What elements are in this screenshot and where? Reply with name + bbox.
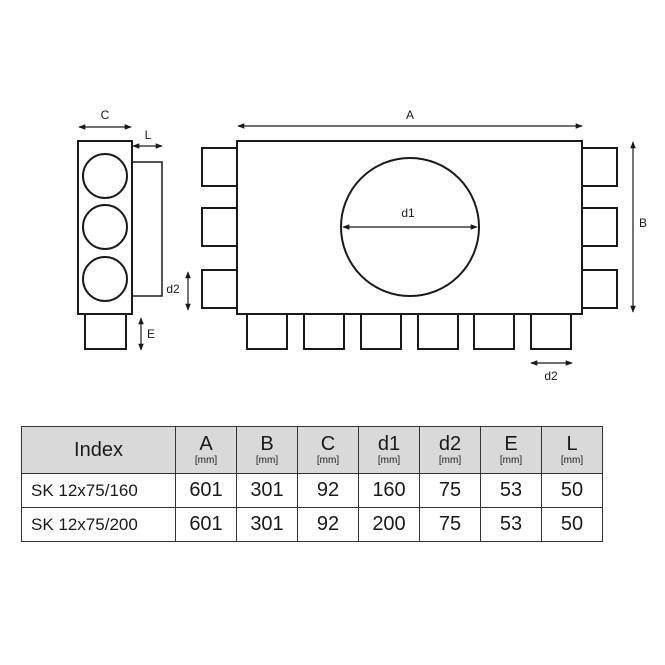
left-spigot-2 xyxy=(201,207,238,247)
row-index-cell: SK 12x75/200 xyxy=(21,507,176,542)
main-outlet-circle xyxy=(340,157,480,297)
left-spigot-3 xyxy=(201,269,238,309)
left-spigot-1 xyxy=(201,147,238,187)
header-label: d1 xyxy=(377,433,401,455)
table-cell: 75 xyxy=(419,473,481,508)
header-label: d2 xyxy=(438,433,462,455)
table-cell: 92 xyxy=(297,473,359,508)
table-cell: 160 xyxy=(358,473,420,508)
label-e: E xyxy=(147,327,155,341)
label-l: L xyxy=(145,128,152,142)
side-port-2 xyxy=(82,204,128,250)
table-cell: 601 xyxy=(175,507,237,542)
header-d2: d2[mm] xyxy=(419,426,481,474)
table-cell: 200 xyxy=(358,507,420,542)
header-unit: [mm] xyxy=(316,455,340,466)
header-label: L xyxy=(566,433,578,455)
table-cell: 53 xyxy=(480,473,542,508)
side-dimensions xyxy=(78,124,191,351)
header-label: E xyxy=(504,433,518,455)
bottom-spigot-5 xyxy=(473,313,515,350)
header-unit: [mm] xyxy=(255,455,279,466)
spec-table: Index A[mm] B[mm] C[mm] d1[mm] d2[mm] E[… xyxy=(21,426,603,542)
header-label: B xyxy=(260,433,274,455)
label-d1: d1 xyxy=(401,206,415,220)
header-d1: d1[mm] xyxy=(358,426,420,474)
label-a: A xyxy=(406,108,414,122)
label-d2-side: d2 xyxy=(166,282,180,296)
header-label: A xyxy=(199,433,213,455)
side-body xyxy=(77,140,133,315)
row-index-cell: SK 12x75/160 xyxy=(21,473,176,508)
table-cell: 601 xyxy=(175,473,237,508)
right-spigot-2 xyxy=(581,207,618,247)
header-e: E[mm] xyxy=(480,426,542,474)
label-b: B xyxy=(639,216,647,230)
header-label: C xyxy=(320,433,336,455)
side-port-3 xyxy=(82,256,128,302)
header-unit: [mm] xyxy=(438,455,462,466)
technical-drawing: C L d2 E A B d1 d2 xyxy=(77,108,647,383)
table-row: SK 12x75/200 601 301 92 200 75 53 50 xyxy=(21,507,603,542)
table-cell: 50 xyxy=(541,473,603,508)
bottom-spigot-3 xyxy=(360,313,402,350)
table-cell: 92 xyxy=(297,507,359,542)
side-view xyxy=(77,140,163,350)
table-cell: 75 xyxy=(419,507,481,542)
bottom-spigot-1 xyxy=(246,313,288,350)
header-unit: [mm] xyxy=(194,455,218,466)
bottom-spigot-4 xyxy=(417,313,459,350)
bottom-spigot-2 xyxy=(303,313,345,350)
front-view xyxy=(201,140,618,350)
header-unit: [mm] xyxy=(499,455,523,466)
label-c: C xyxy=(101,108,110,122)
side-port-1 xyxy=(82,153,128,199)
right-spigot-1 xyxy=(581,147,618,187)
header-b: B[mm] xyxy=(236,426,298,474)
header-a: A[mm] xyxy=(175,426,237,474)
bottom-spigot-6 xyxy=(530,313,572,350)
front-dimensions xyxy=(237,123,636,366)
table-header-row: Index A[mm] B[mm] C[mm] d1[mm] d2[mm] E[… xyxy=(21,426,603,474)
table-cell: 50 xyxy=(541,507,603,542)
side-bottom-spigot xyxy=(84,313,127,350)
header-l: L[mm] xyxy=(541,426,603,474)
table-cell: 301 xyxy=(236,473,298,508)
label-d2-bottom: d2 xyxy=(544,369,558,383)
table-cell: 53 xyxy=(480,507,542,542)
header-unit: [mm] xyxy=(377,455,401,466)
table-cell: 301 xyxy=(236,507,298,542)
side-rear-box xyxy=(131,161,163,297)
header-c: C[mm] xyxy=(297,426,359,474)
header-unit: [mm] xyxy=(560,455,584,466)
right-spigot-3 xyxy=(581,269,618,309)
table-row: SK 12x75/160 601 301 92 160 75 53 50 xyxy=(21,473,603,508)
header-index: Index xyxy=(21,426,176,474)
